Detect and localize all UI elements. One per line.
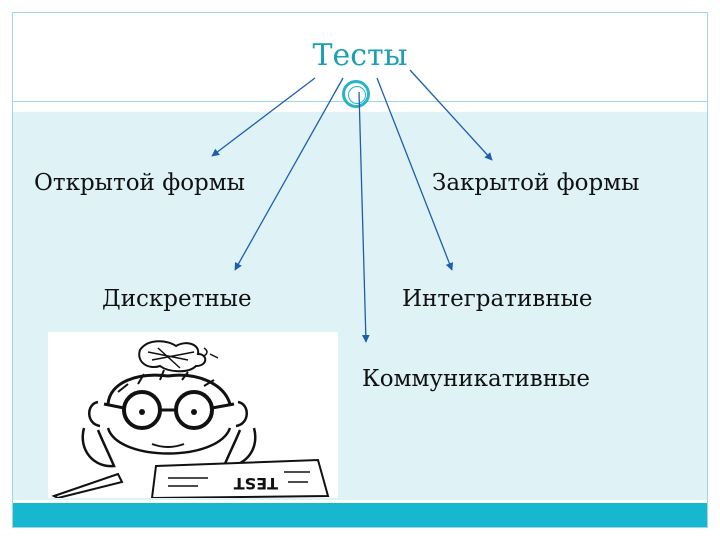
node-closed-form: Закрытой формы xyxy=(432,170,640,196)
student-thinking-illustration: TEST xyxy=(48,332,338,500)
bottom-bar xyxy=(13,503,707,527)
student-cartoon-icon: TEST xyxy=(51,340,330,500)
slide-title: Тесты xyxy=(312,38,408,73)
svg-text:TEST: TEST xyxy=(234,474,278,493)
node-open-form: Открытой формы xyxy=(34,170,245,196)
arrow-to-open-form xyxy=(211,77,316,157)
arrow-to-communicative xyxy=(358,91,370,343)
node-integrative: Интегративные xyxy=(402,286,593,312)
arrow-to-integrative xyxy=(376,77,454,271)
node-communicative: Коммуникативные xyxy=(362,366,590,392)
arrow-to-closed-form xyxy=(409,69,493,161)
node-discrete: Дискретные xyxy=(102,286,252,312)
circle-ornament-icon xyxy=(342,80,370,108)
arrow-to-discrete xyxy=(234,77,344,271)
